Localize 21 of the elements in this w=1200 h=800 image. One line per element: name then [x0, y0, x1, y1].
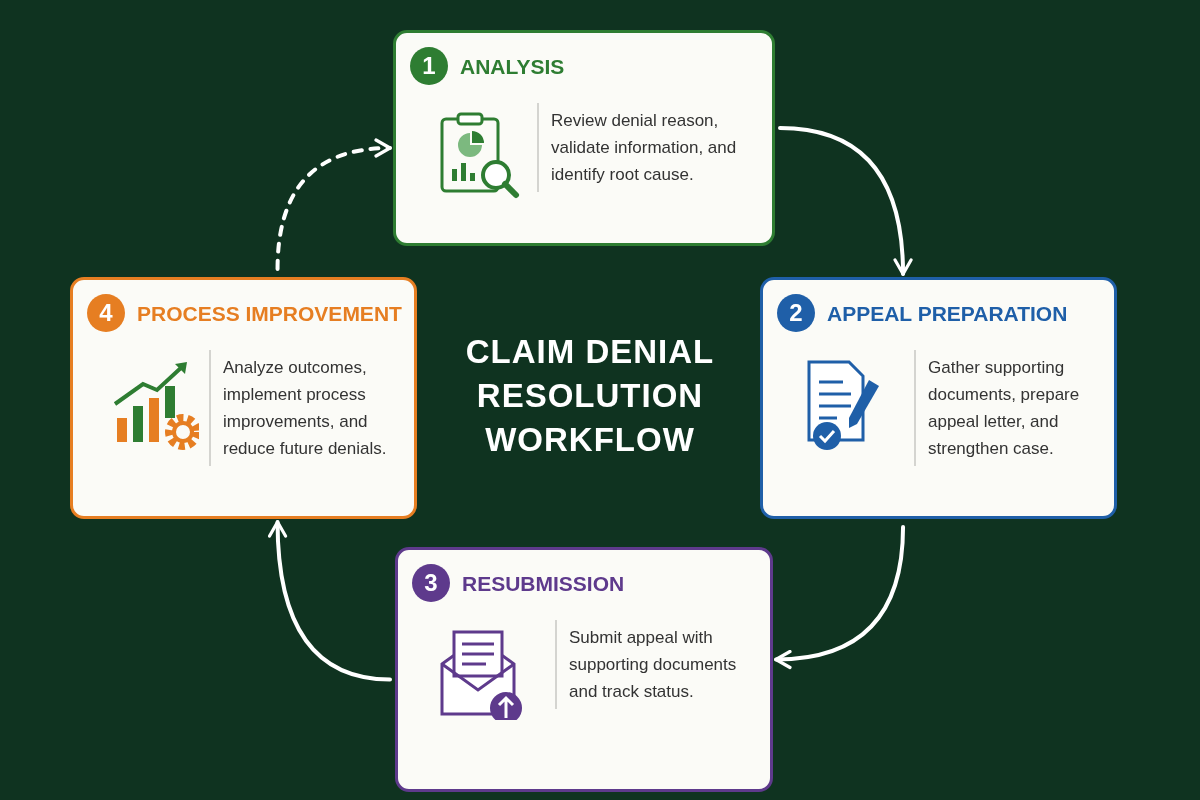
step-heading: PROCESS IMPROVEMENT: [137, 302, 402, 326]
step-number: 2: [777, 294, 815, 332]
step-number: 1: [410, 47, 448, 85]
step-number: 3: [412, 564, 450, 602]
step-heading: RESUBMISSION: [462, 572, 625, 596]
step-card: [393, 30, 775, 246]
step-description: Submit appeal with supporting documents and track status.: [555, 620, 754, 709]
arrow: [778, 126, 913, 276]
step-description: Analyze outcomes, implement process improvements, and reduce future denials.: [209, 350, 398, 466]
step-description: Review denial reason, validate information, and identify root cause.: [537, 103, 756, 192]
arrow: [275, 139, 392, 271]
step-card: [760, 277, 1117, 519]
step-heading: APPEAL PREPARATION: [827, 302, 1068, 326]
diagram-title: CLAIM DENIAL RESOLUTION WORKFLOW: [464, 332, 716, 460]
step-number: 4: [87, 294, 125, 332]
step-card: [395, 547, 773, 792]
step-description: Gather supporting documents, prepare appeal letter, and strengthen case.: [914, 350, 1098, 466]
arrow: [268, 520, 392, 682]
step-card: [70, 277, 417, 519]
arrow: [774, 525, 906, 669]
step-heading: ANALYSIS: [460, 55, 565, 79]
